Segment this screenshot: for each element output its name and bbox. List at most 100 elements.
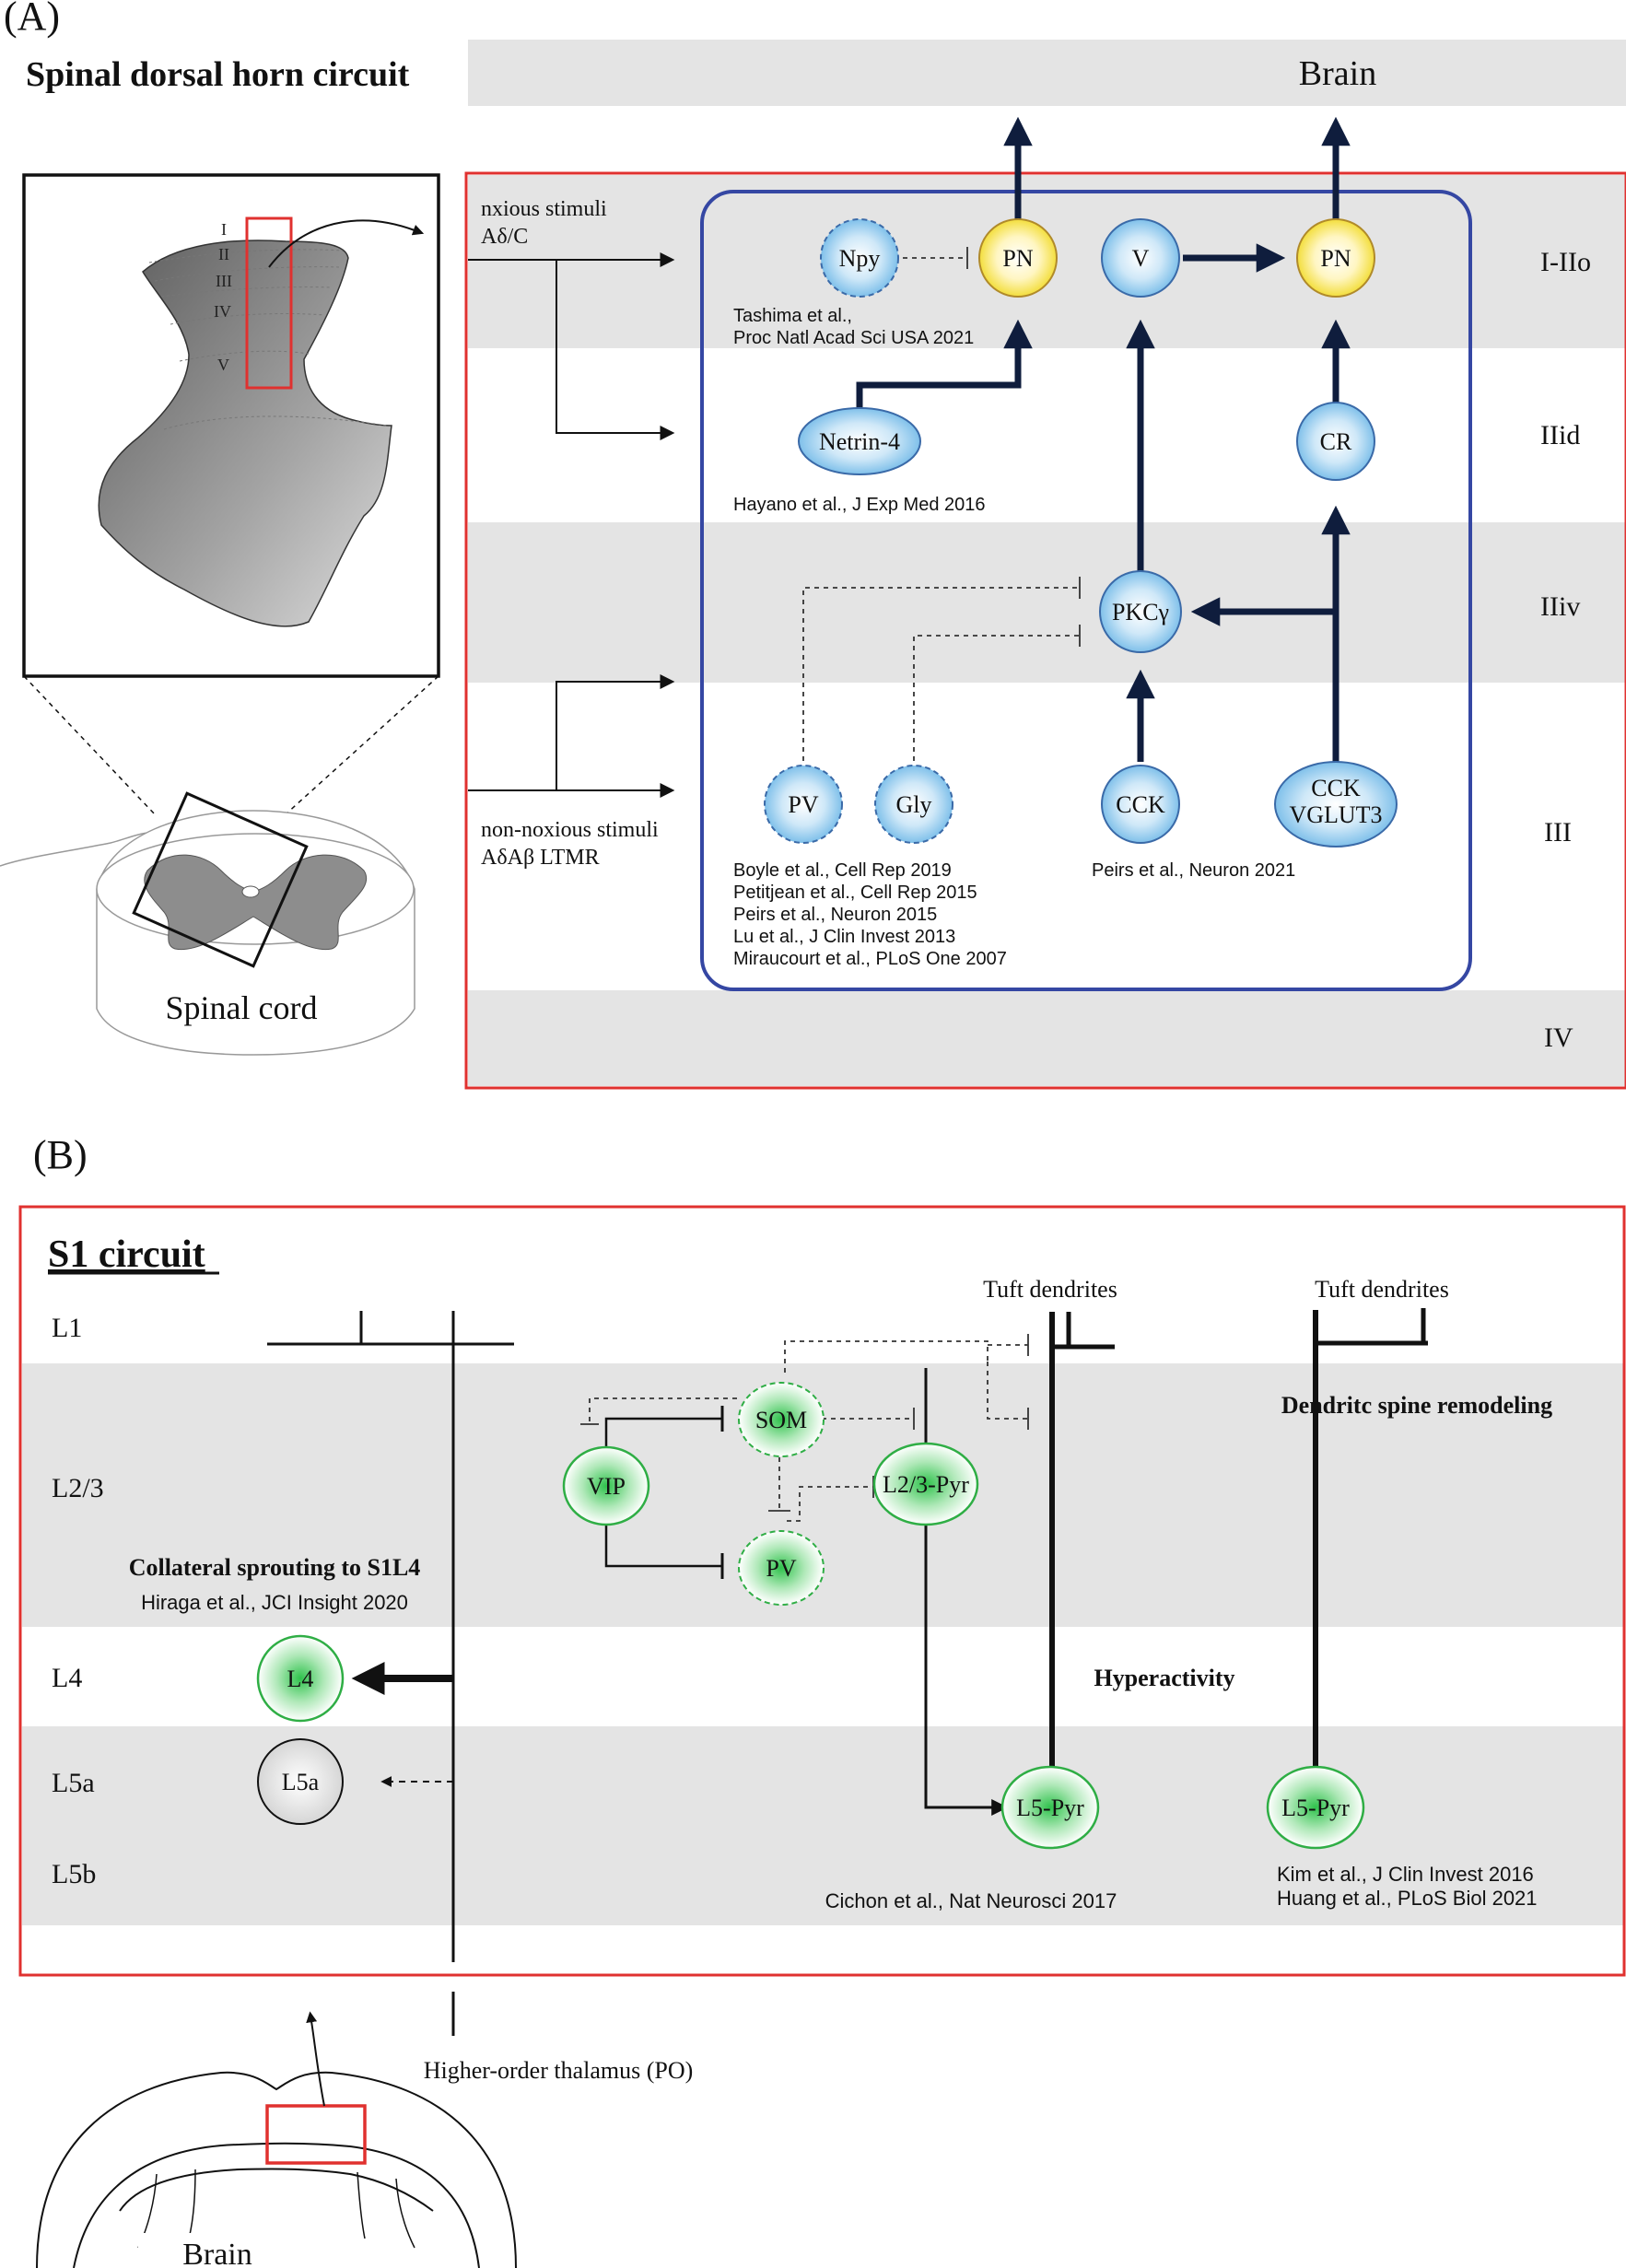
node-pv-a-label: PV [788,791,818,818]
dorsal-horn-shape [98,240,392,627]
som-inhibits-vip [589,1397,737,1424]
brain-fold-4 [395,2178,415,2249]
panel-a-references: Tashima et al., Proc Natl Acad Sci USA 2… [733,306,1295,969]
inset-zoom-arrow [268,219,425,268]
zoom-line-left [23,675,156,815]
node-npy[interactable]: Npy [820,218,899,298]
inset-lamina-v: V [217,356,229,374]
inset-lamina-iii: III [216,272,232,290]
layer-label-l1: L1 [52,1313,82,1343]
layer-label-l5b: L5b [52,1859,96,1889]
brain-inner-contour [73,2142,480,2268]
node-l4-label: L4 [287,1666,314,1692]
non-noxious-label-line1: non-noxious stimuli [481,818,659,842]
zoom-line-right [285,675,439,815]
ref-miraucourt: Miraucourt et al., PLoS One 2007 [733,949,1007,969]
lamina-boundary-3 [160,286,333,298]
ref-hayano: Hayano et al., J Exp Med 2016 [733,495,986,515]
noxious-label-line2: Aδ/C [481,225,528,249]
node-som[interactable]: SOM [738,1382,825,1457]
node-gly[interactable]: Gly [874,765,953,844]
ref-lu: Lu et al., J Clin Invest 2013 [733,927,955,947]
node-l5a[interactable]: L5a [257,1738,344,1825]
node-vip-label: VIP [587,1473,626,1500]
node-pn-left-label: PN [1002,245,1033,272]
node-l5pyr-right-label: L5-Pyr [1281,1795,1350,1821]
ref-hiraga: Hiraga et al., JCI Insight 2020 [141,1591,408,1614]
spinal-cord-label: Spinal cord [166,989,318,1026]
layer-label-i-iio: I-IIo [1540,247,1591,277]
tuft-dendrites-left-label: Tuft dendrites [983,1276,1117,1303]
brain-bar [468,40,1626,106]
node-pkc-gamma[interactable]: PKCγ [1099,570,1182,653]
brain-zoom-arrow [306,2011,325,2107]
node-l23-pyr[interactable]: L2/3-Pyr [872,1442,979,1526]
brain-fold-2 [188,2169,196,2239]
thalamus-label: Higher-order thalamus (PO) [424,2057,694,2084]
som-inhibits-tuft-2 [987,1362,1028,1420]
node-pn-left[interactable]: PN [978,218,1058,298]
node-l4[interactable]: L4 [256,1634,345,1723]
node-l5pyr-left[interactable]: L5-Pyr [1000,1765,1100,1850]
node-cr[interactable]: CR [1296,402,1375,481]
panel-a-title: Spinal dorsal horn circuit [26,55,410,94]
node-netrin-4[interactable]: Netrin-4 [798,407,921,475]
node-pv-b[interactable]: PV [738,1530,825,1606]
pv-inhibits-pyr23 [787,1486,873,1522]
stimulus-inputs: nxious stimuli Aδ/C non-noxious stimuli … [468,197,675,870]
lamina-boundary-2 [154,266,340,282]
ref-tashima-2: Proc Natl Acad Sci USA 2021 [733,328,974,348]
node-l5pyr-right[interactable]: L5-Pyr [1266,1765,1365,1850]
band-l23 [22,1363,1624,1627]
ref-tashima-1: Tashima et al., [733,306,852,326]
panel-a: (A) Spinal dorsal horn circuit Brain I-I… [0,0,1626,1090]
ref-peirs-2015: Peirs et al., Neuron 2015 [733,905,937,925]
spinal-cord-gray-matter [144,854,367,951]
central-canal [241,885,260,898]
pyr23-to-l5pyr-arrow [924,1526,1009,1816]
dorsal-horn-blue-frame [700,190,1472,991]
som-to-tuft-dashed [784,1340,988,1373]
s1-red-frame [18,1205,1626,1977]
node-cck-vglut3[interactable]: CCK VGLUT3 [1274,761,1398,848]
dorsal-horn-inset: I II III IV V [22,173,440,678]
panel-a-letter: (A) [4,0,60,39]
netrin-to-pn-arrow [856,319,1033,412]
node-npy-label: Npy [839,245,881,272]
ref-petitjean: Petitjean et al., Cell Rep 2015 [733,883,977,903]
brain-label-b: Brain [182,2238,252,2268]
node-vip[interactable]: VIP [562,1445,650,1526]
node-l23-pyr-label: L2/3-Pyr [883,1471,969,1498]
vip-inhibits-pv [604,1522,722,1568]
brain-outline [36,2071,517,2268]
node-pn-right[interactable]: PN [1296,218,1375,298]
layer-label-iv: IV [1544,1023,1573,1053]
noxious-arrow-lower [556,260,675,440]
node-som-label: SOM [755,1407,807,1433]
node-pn-right-label: PN [1320,245,1351,272]
panel-b-title: S1 circuit [48,1233,205,1276]
lamina-boundary-4 [170,312,325,325]
node-pv-b-label: PV [766,1555,796,1582]
brain-label: Brain [1299,54,1376,93]
node-gly-label: Gly [896,791,932,818]
spinal-cord-illustration: Spinal cord [0,675,439,1056]
node-cr-label: CR [1320,428,1352,455]
brain-s1-roi-box [265,2104,367,2165]
sprouting-note: Collateral sprouting to S1L4 [129,1554,421,1581]
brain-fold-3 [357,2171,366,2239]
ref-huang: Huang et al., PLoS Biol 2021 [1277,1887,1538,1910]
dorsal-horn-red-frame [464,171,1626,1090]
layer-label-l5a: L5a [52,1768,95,1798]
ref-kim: Kim et al., J Clin Invest 2016 [1277,1863,1534,1886]
node-pv-a[interactable]: PV [764,765,843,844]
node-v[interactable]: V [1101,218,1180,298]
interneuron-connections [580,1334,1029,1816]
inset-lamina-iv: IV [214,302,231,321]
node-pkc-gamma-label: PKCγ [1112,599,1169,625]
tuft-dendrites-right-label: Tuft dendrites [1315,1276,1449,1303]
node-cck[interactable]: CCK [1101,765,1180,844]
node-l5a-label: L5a [282,1769,320,1795]
l5-dendrites [1049,1308,1428,1769]
